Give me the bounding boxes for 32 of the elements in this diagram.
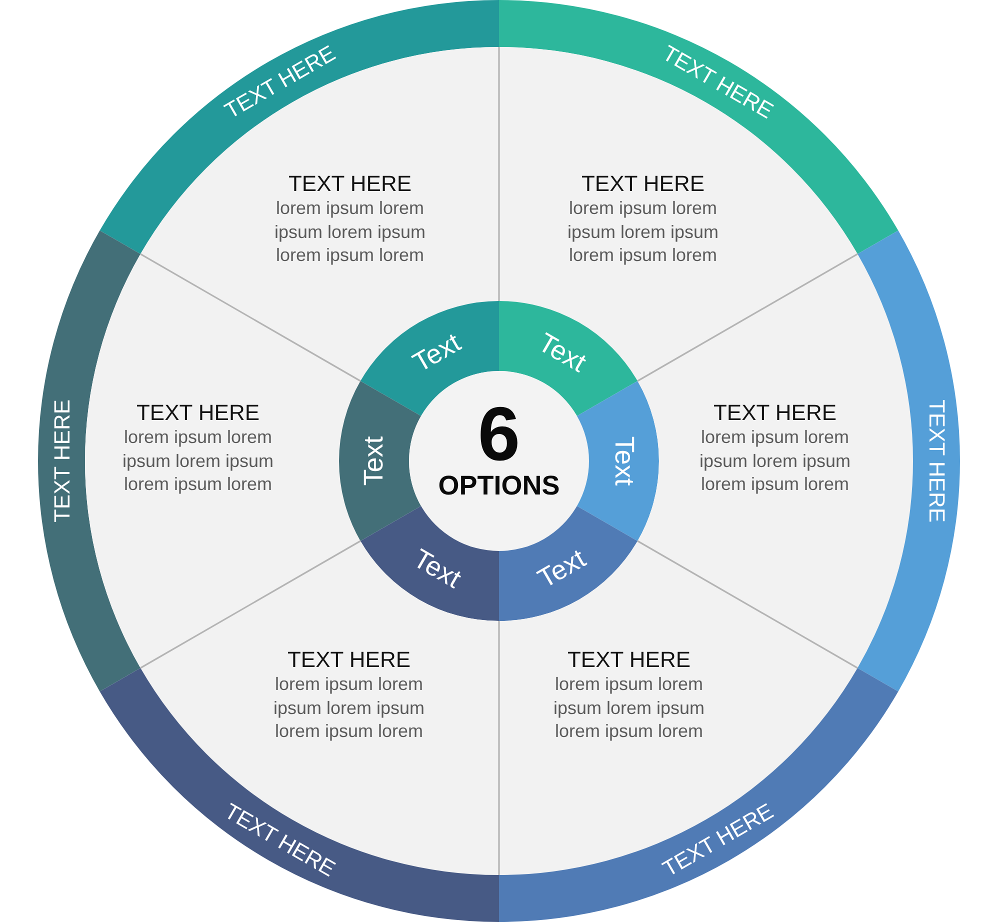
- sector-panel: [140, 541, 499, 875]
- ring-segment: [857, 230, 960, 692]
- segment-label: Text: [407, 326, 466, 379]
- panel-text: lorem ipsum lorem ipsum lorem ipsum lorem ipsum lorem: [698, 426, 852, 496]
- panel-text: lorem ipsum lorem ipsum lorem ipsum lorem ipsum lorem: [552, 673, 706, 743]
- segment-label: Text: [532, 326, 591, 379]
- panel-text: lorem ipsum lorem ipsum lorem ipsum lorem ipsum lorem: [121, 426, 275, 496]
- segment-title: TEXT HERE: [924, 399, 950, 523]
- panel-text: lorem ipsum lorem ipsum lorem ipsum lorem ipsum lorem: [273, 197, 427, 267]
- option-number: 6: [478, 397, 520, 473]
- panel-heading: TEXT HERE: [581, 171, 705, 197]
- panel-heading: TEXT HERE: [136, 400, 260, 426]
- segment-label: Text: [608, 436, 640, 486]
- options-label: OPTIONS: [438, 472, 560, 500]
- inner-ring-segment: [339, 381, 422, 541]
- inner-ring-segment: [576, 381, 659, 541]
- panel-heading: TEXT HERE: [713, 400, 837, 426]
- ring-segment: [99, 668, 499, 922]
- sector-panel: [140, 47, 499, 381]
- segment-title: TEXT HERE: [48, 399, 74, 523]
- segment-label: Text: [407, 543, 466, 596]
- ring-segment: [499, 668, 899, 922]
- panel-text: lorem ipsum lorem ipsum lorem ipsum lorem ipsum lorem: [272, 673, 426, 743]
- inner-ring-segment: [360, 506, 499, 621]
- segment-label: Text: [532, 543, 591, 596]
- segment-label: Text: [358, 436, 390, 486]
- sector-panel: [499, 541, 858, 875]
- panel-heading: TEXT HERE: [287, 647, 411, 673]
- panel-heading: TEXT HERE: [288, 171, 412, 197]
- panel-text: lorem ipsum lorem ipsum lorem ipsum lorem ipsum lorem: [566, 197, 720, 267]
- panel-heading: TEXT HERE: [567, 647, 691, 673]
- inner-ring-segment: [499, 506, 638, 621]
